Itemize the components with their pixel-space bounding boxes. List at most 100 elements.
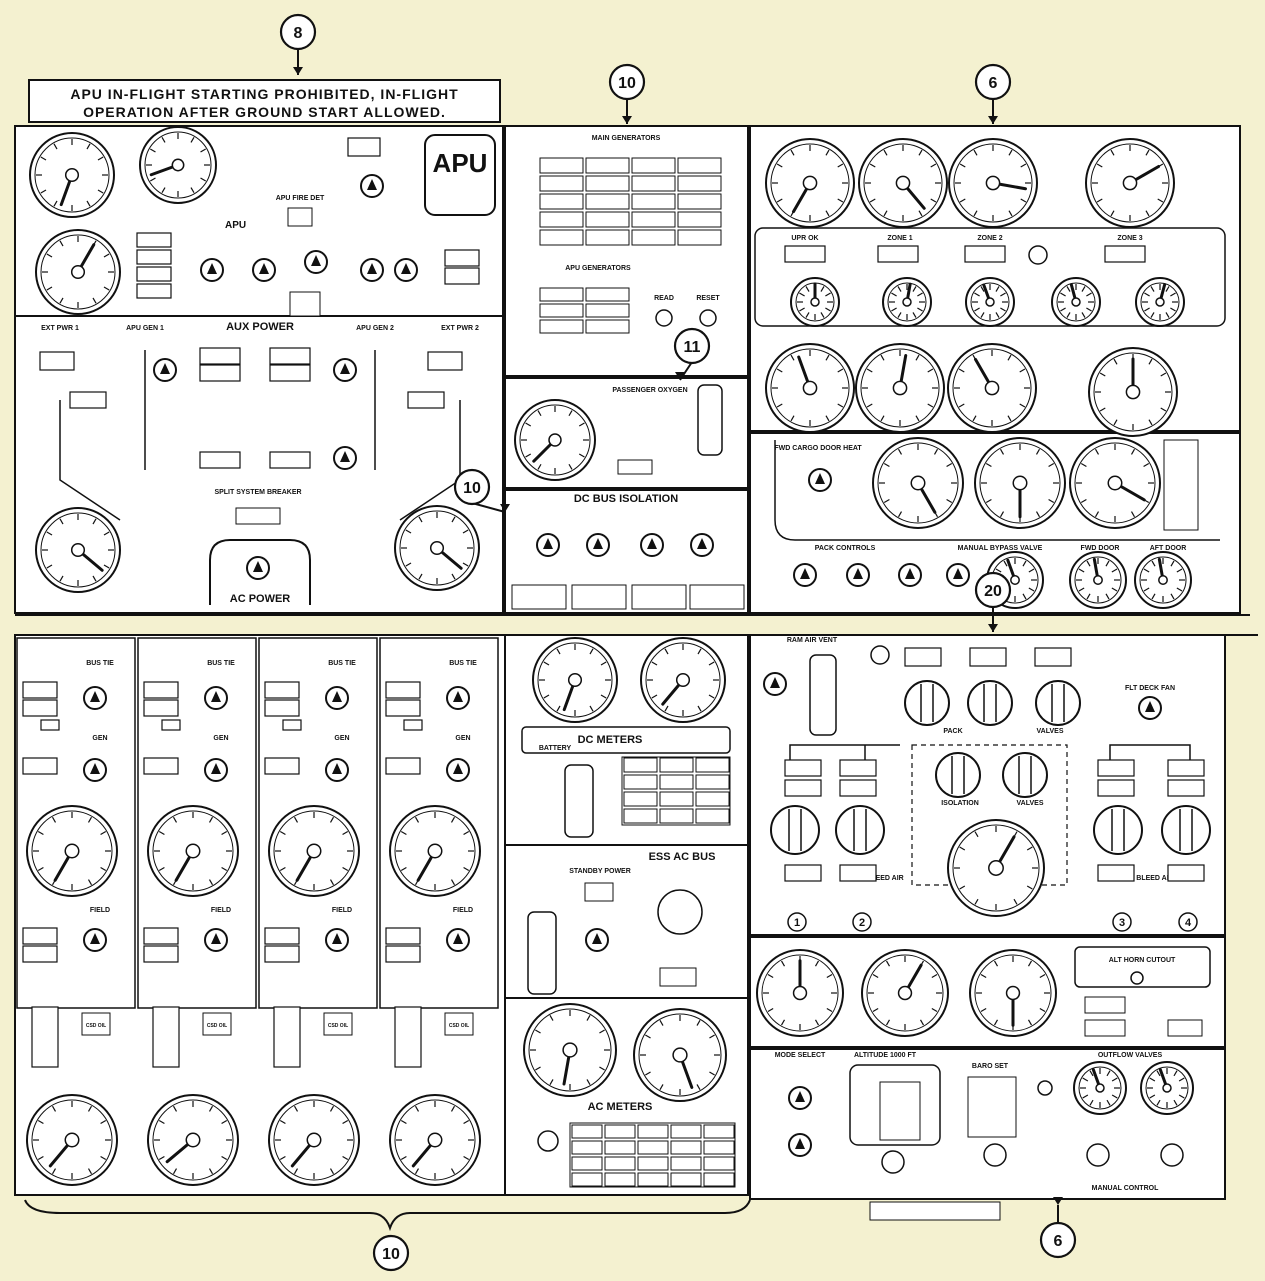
annunciator-light bbox=[703, 1156, 735, 1171]
gauge bbox=[882, 277, 932, 327]
callout-arrowhead bbox=[988, 624, 998, 632]
annunciator-box bbox=[877, 245, 919, 263]
gauge-tick bbox=[1144, 307, 1150, 312]
gauge-tick bbox=[40, 189, 47, 194]
gauge-tick bbox=[1176, 587, 1183, 592]
knob bbox=[1138, 696, 1162, 720]
gauge-tick bbox=[1039, 1007, 1046, 1013]
gauge bbox=[1069, 437, 1161, 529]
gauge-tick bbox=[414, 1105, 420, 1112]
gauge-dial bbox=[31, 810, 113, 892]
engine-number-marker: 1 bbox=[787, 912, 807, 932]
gauge-dial bbox=[40, 512, 116, 588]
annunciator-box bbox=[143, 757, 179, 775]
fwd-cargo-door-heat-label: FWD CARGO DOOR HEAT bbox=[774, 445, 862, 452]
gauge-tick bbox=[1148, 419, 1153, 426]
knob-pointer bbox=[332, 763, 342, 774]
gauge-hub bbox=[1095, 1083, 1105, 1093]
annunciator-light bbox=[623, 791, 658, 807]
gauge-dial bbox=[953, 143, 1033, 223]
gauge-hub bbox=[429, 540, 445, 556]
gauge-tick bbox=[1105, 593, 1110, 600]
gauge bbox=[1088, 347, 1178, 437]
gauge-tick bbox=[329, 879, 335, 886]
gauge-tick bbox=[790, 354, 795, 361]
gauge-tick bbox=[837, 403, 844, 408]
annunciator-light bbox=[659, 757, 694, 773]
gauge-tick bbox=[463, 1119, 470, 1125]
gauge-tick bbox=[103, 531, 110, 536]
gauge-tick bbox=[418, 573, 423, 580]
gauge-tick bbox=[1048, 462, 1055, 468]
knob-pointer bbox=[592, 933, 602, 944]
knob-pointer bbox=[1145, 701, 1155, 712]
gauge-tick bbox=[993, 960, 999, 967]
gauge-tick bbox=[59, 518, 64, 525]
gauge-dial bbox=[1093, 352, 1173, 432]
gauge-tick bbox=[919, 1019, 925, 1026]
gauge-tick bbox=[1026, 846, 1033, 851]
bus-tie-label-3: BUS TIE bbox=[328, 660, 356, 667]
gauge-tick bbox=[1170, 307, 1176, 312]
gauge-tick bbox=[208, 879, 214, 886]
gauge-tick bbox=[451, 516, 456, 523]
gauge-tick bbox=[980, 312, 985, 318]
gauge-tick bbox=[651, 694, 658, 699]
gauge-tick bbox=[342, 1155, 349, 1161]
gauge-tick bbox=[543, 694, 550, 699]
engine-number-marker: 2 bbox=[852, 912, 872, 932]
gauge-tick bbox=[1081, 286, 1086, 292]
outflow-valves-label: OUTFLOW VALVES bbox=[1098, 1052, 1163, 1059]
annunciator-box bbox=[385, 927, 421, 945]
gauge-tick bbox=[767, 973, 774, 979]
gauge bbox=[26, 805, 118, 897]
gauge-tick bbox=[999, 511, 1005, 518]
gauge-tick bbox=[1178, 1077, 1185, 1082]
ext-pwr-1-label: EXT PWR 1 bbox=[41, 325, 79, 332]
flt-deck-fan-label: FLT DECK FAN bbox=[1125, 685, 1175, 692]
gauge-tick bbox=[586, 1015, 591, 1021]
gauge-tick bbox=[1035, 448, 1041, 455]
gauge-tick bbox=[980, 973, 987, 979]
gauge bbox=[1134, 551, 1192, 609]
annunciator-box bbox=[904, 647, 942, 667]
gauge-tick bbox=[993, 1019, 999, 1026]
gauge-dial bbox=[31, 1099, 113, 1181]
gauge-tick bbox=[897, 312, 902, 318]
gauge bbox=[532, 637, 618, 723]
knob bbox=[788, 1086, 812, 1110]
knob bbox=[325, 758, 349, 782]
annunciator-box bbox=[22, 927, 58, 945]
annunciator-box bbox=[264, 757, 300, 775]
gauge-hub bbox=[171, 158, 185, 172]
knob bbox=[898, 563, 922, 587]
gauge-tick bbox=[1156, 1099, 1161, 1106]
gauge-tick bbox=[776, 198, 783, 203]
gauge-tick bbox=[1111, 1094, 1118, 1099]
gauge-hub bbox=[185, 1132, 201, 1148]
knob-pointer bbox=[160, 363, 170, 374]
gauge-tick bbox=[161, 136, 166, 143]
gauge-hub bbox=[64, 843, 80, 859]
valves-label-2: VALVES bbox=[1017, 800, 1044, 807]
annunciator-light bbox=[637, 1140, 669, 1155]
gauge-tick bbox=[912, 312, 917, 318]
gauge-tick bbox=[51, 1168, 57, 1175]
gauge-tick bbox=[790, 415, 795, 422]
gauge-dial bbox=[34, 137, 110, 213]
gauge bbox=[765, 138, 855, 228]
gauge-hub bbox=[548, 433, 562, 447]
knob-pointer bbox=[211, 691, 221, 702]
gauge-tick bbox=[1096, 163, 1103, 168]
annunciator-light bbox=[539, 319, 584, 334]
gauge-dial bbox=[645, 642, 721, 718]
annunciator-light bbox=[703, 1172, 735, 1187]
gauge-tick bbox=[814, 1019, 820, 1026]
gauge-dial bbox=[970, 282, 1010, 322]
gauge-tick bbox=[208, 1105, 214, 1112]
gen-label-1: GEN bbox=[92, 735, 107, 742]
gauge-tick bbox=[525, 422, 532, 427]
gauge-tick bbox=[946, 498, 953, 504]
gauge-tick bbox=[1143, 462, 1150, 468]
gauge-tick bbox=[1007, 354, 1012, 361]
